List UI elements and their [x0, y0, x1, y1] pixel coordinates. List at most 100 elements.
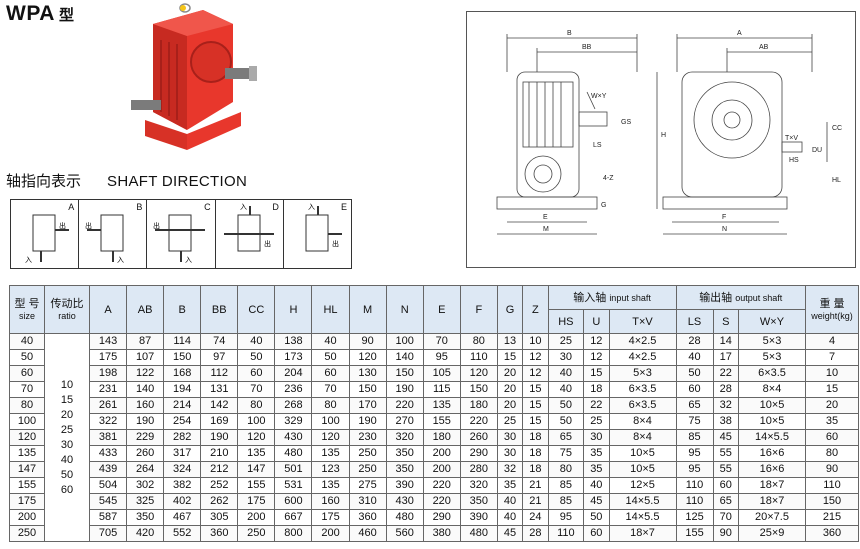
table-cell: 5×3: [608, 365, 677, 382]
table-cell: 147: [237, 461, 276, 478]
table-cell: 350: [385, 461, 424, 478]
title-suffix: 型: [58, 7, 75, 24]
table-cell: 10: [522, 333, 549, 350]
table-cell: 95: [547, 509, 585, 526]
table-cell: 142: [200, 397, 239, 414]
th-E: E: [422, 285, 461, 334]
dim-F: F: [722, 214, 726, 221]
table-cell: 120: [311, 429, 350, 446]
table-cell: 110: [547, 525, 585, 542]
direction-c-in: 入: [185, 256, 192, 264]
table-cell: 467: [163, 509, 202, 526]
table-cell: 8×4: [738, 381, 806, 398]
table-cell: 65: [675, 397, 714, 414]
table-cell: 10×5: [738, 397, 806, 414]
th-S: S: [712, 309, 740, 334]
table-cell: 212: [200, 461, 239, 478]
table-cell: 123: [311, 461, 350, 478]
table-cell: 320: [385, 429, 424, 446]
table-cell: 20: [496, 365, 524, 382]
table-cell: 75: [675, 413, 714, 430]
table-cell: 18: [522, 429, 549, 446]
dim-HS: HS: [789, 157, 799, 164]
table-cell: 22: [712, 365, 740, 382]
table-cell: 236: [274, 381, 313, 398]
table-cell: 360: [200, 525, 239, 542]
dim-B: B: [567, 30, 572, 37]
table-cell: 169: [200, 413, 239, 430]
table-cell: 7: [805, 349, 859, 366]
table-cell: 250: [348, 461, 387, 478]
table-cell: 85: [547, 477, 585, 494]
table-cell: 110: [675, 477, 714, 494]
th-B: B: [163, 285, 202, 334]
table-cell: 60: [712, 477, 740, 494]
th-HL: HL: [311, 285, 350, 334]
table-cell: 143: [88, 333, 128, 350]
table-cell: 75: [547, 445, 585, 462]
table-cell: 22: [583, 397, 610, 414]
th-M: M: [348, 285, 387, 334]
table-cell: 194: [163, 381, 202, 398]
table-cell: 107: [126, 349, 165, 366]
th-CC: CC: [237, 285, 276, 334]
table-cell: 10×5: [608, 445, 677, 462]
table-cell: 190: [348, 413, 387, 430]
table-cell: 38: [712, 413, 740, 430]
table-cell: 15: [522, 413, 549, 430]
table-cell: 230: [348, 429, 387, 446]
table-cell: 350: [385, 445, 424, 462]
table-cell: 305: [200, 509, 239, 526]
dim-M: M: [543, 226, 549, 233]
table-cell: 28: [522, 525, 549, 542]
table-cell: 204: [274, 365, 313, 382]
dim-GS: GS: [621, 119, 631, 126]
table-cell: 21: [522, 477, 549, 494]
table-cell: 60: [237, 365, 276, 382]
table-cell: 14: [712, 333, 740, 350]
dim-LS: LS: [593, 142, 602, 149]
table-cell: 122: [126, 365, 165, 382]
table-cell: 504: [88, 477, 128, 494]
table-cell: 25×9: [738, 525, 806, 542]
table-cell: 350: [126, 509, 165, 526]
direction-c-label: C: [204, 202, 211, 212]
table-cell: 32: [496, 461, 524, 478]
table-cell: 320: [459, 477, 498, 494]
direction-d: D 入出: [216, 200, 284, 268]
table-cell: 150: [385, 365, 424, 382]
table-cell: 460: [348, 525, 387, 542]
th-TxV: T×V: [608, 309, 677, 334]
direction-b-in: 入: [117, 256, 124, 264]
table-cell: 100: [237, 413, 276, 430]
table-cell: 390: [459, 509, 498, 526]
table-cell: 501: [274, 461, 313, 478]
table-cell: 214: [163, 397, 202, 414]
direction-a-out: 出: [59, 221, 66, 230]
table-cell: 12×5: [608, 477, 677, 494]
table-cell: 667: [274, 509, 313, 526]
size-cell: 250: [9, 525, 45, 542]
gearbox-photo: [131, 3, 257, 150]
direction-c-out: 出: [153, 221, 160, 230]
table-cell: 25: [547, 333, 585, 350]
table-cell: 18: [522, 445, 549, 462]
table-cell: 60: [311, 365, 350, 382]
direction-a-in: 入: [25, 256, 32, 264]
table-cell: 480: [274, 445, 313, 462]
table-cell: 390: [385, 477, 424, 494]
table-cell: 85: [547, 493, 585, 510]
table-cell: 110: [459, 349, 498, 366]
table-cell: 60: [583, 525, 610, 542]
table-cell: 45: [712, 429, 740, 446]
table-cell: 18×7: [738, 477, 806, 494]
table-cell: 80: [805, 445, 859, 462]
table-cell: 95: [675, 461, 714, 478]
table-cell: 14×5.5: [738, 429, 806, 446]
table-cell: 40: [496, 493, 524, 510]
table-cell: 360: [805, 525, 859, 542]
